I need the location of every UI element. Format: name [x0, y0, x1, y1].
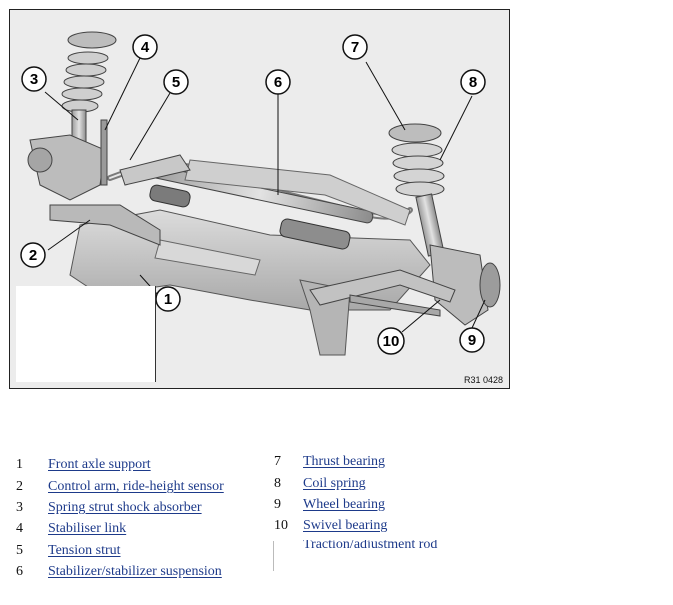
- legend-item[interactable]: 3 Spring strut shock absorber: [16, 500, 266, 520]
- callout-10: 10: [377, 327, 405, 355]
- callout-4: 4: [132, 34, 158, 60]
- legend-number: 5: [16, 543, 23, 558]
- svg-text:4: 4: [141, 39, 150, 56]
- legend-item[interactable]: 9 Wheel bearing: [274, 497, 494, 517]
- legend-link[interactable]: Front axle support: [48, 457, 151, 472]
- legend-item[interactable]: 5 Tension strut: [16, 543, 266, 563]
- legend-number: 1: [16, 457, 23, 472]
- legend-item[interactable]: 10 Swivel bearing: [274, 518, 494, 538]
- svg-text:7: 7: [351, 39, 359, 56]
- legend-link[interactable]: Control arm, ride-height sensor: [48, 479, 224, 494]
- legend-link[interactable]: Thrust bearing: [303, 454, 386, 469]
- svg-text:10: 10: [383, 333, 400, 350]
- right-spring-strut: [388, 123, 501, 326]
- axle-drawing: 1 2 3 4 5 6 7 8 9 10: [20, 31, 501, 356]
- legend-link-cut-off: Traction/adjustment rod: [303, 540, 438, 548]
- legend-item-cut-off: Traction/adjustment rod: [274, 540, 494, 548]
- stabiliser-link: [100, 119, 108, 186]
- legend-item[interactable]: 7 Thrust bearing: [274, 454, 494, 474]
- callout-9: 9: [459, 327, 485, 353]
- cross-member: [184, 159, 411, 226]
- blank-inset: [16, 286, 156, 382]
- svg-text:3: 3: [30, 71, 38, 88]
- axle-diagram: 1 2 3 4 5 6 7 8 9 10 R31 0428: [9, 9, 510, 389]
- legend-number: 10: [274, 518, 288, 533]
- callout-7: 7: [342, 34, 368, 60]
- svg-text:9: 9: [468, 332, 476, 349]
- legend-link[interactable]: Spring strut shock absorber: [48, 500, 202, 515]
- legend-link[interactable]: Swivel bearing: [303, 518, 388, 533]
- callout-5: 5: [163, 69, 189, 95]
- svg-text:5: 5: [172, 74, 180, 91]
- right-control-arm: [309, 269, 456, 306]
- divider: [273, 541, 274, 571]
- legend-number: 9: [274, 497, 281, 512]
- svg-text:1: 1: [164, 291, 172, 308]
- legend-number: 2: [16, 479, 23, 494]
- callout-1: 1: [155, 286, 181, 312]
- tension-strut: [119, 154, 191, 186]
- legend-item[interactable]: 2 Control arm, ride-height sensor: [16, 479, 266, 499]
- callout-2: 2: [20, 242, 46, 268]
- callouts: 1 2 3 4 5 6 7 8 9 10: [20, 34, 486, 355]
- legend-right-column: 7 Thrust bearing 8 Coil spring 9 Wheel b…: [274, 452, 494, 544]
- traction-rod: [349, 294, 441, 317]
- callout-6: 6: [265, 69, 291, 95]
- svg-text:2: 2: [29, 247, 37, 264]
- legend-link[interactable]: Stabilizer/stabilizer suspension: [48, 564, 222, 579]
- legend-link[interactable]: Stabiliser link: [48, 521, 127, 536]
- legend-number: 4: [16, 521, 23, 536]
- svg-text:6: 6: [274, 74, 282, 91]
- left-spring-strut: [27, 31, 117, 201]
- figure-code: R31 0428: [463, 375, 503, 385]
- legend-item[interactable]: 8 Coil spring: [274, 476, 494, 496]
- callout-3: 3: [21, 66, 47, 92]
- legend-item[interactable]: 1 Front axle support: [16, 457, 266, 477]
- callout-8: 8: [460, 69, 486, 95]
- legend-number: 8: [274, 476, 281, 491]
- legend-item[interactable]: 4 Stabiliser link: [16, 521, 266, 541]
- legend-number: 6: [16, 564, 23, 579]
- legend-number: 7: [274, 454, 281, 469]
- legend-item[interactable]: 6 Stabilizer/stabilizer suspension: [16, 564, 266, 584]
- legend-link[interactable]: Coil spring: [303, 476, 366, 491]
- legend-link[interactable]: Tension strut: [48, 543, 121, 558]
- legend-link[interactable]: Wheel bearing: [303, 497, 386, 512]
- svg-text:8: 8: [469, 74, 477, 91]
- legend-number: 3: [16, 500, 23, 515]
- left-control-arm: [49, 204, 161, 246]
